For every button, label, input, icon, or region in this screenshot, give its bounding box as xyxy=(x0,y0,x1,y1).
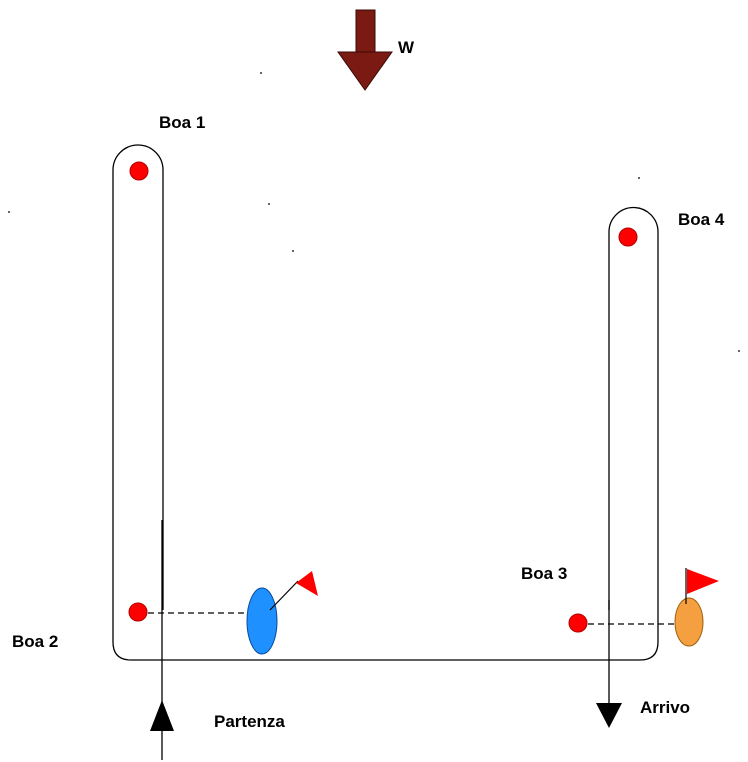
start-arrow xyxy=(150,520,174,760)
finish-label: Arrivo xyxy=(640,698,690,717)
buoy-1-label: Boa 1 xyxy=(159,113,205,132)
committee-boat-start-icon xyxy=(246,587,278,655)
course-outline xyxy=(112,144,659,661)
course-bottom-leg xyxy=(112,170,659,661)
buoy-2-icon xyxy=(128,602,148,622)
start-flag-icon xyxy=(269,571,318,611)
wind-arrow-icon xyxy=(337,9,393,91)
wind-label: W xyxy=(398,38,415,57)
course-right-top xyxy=(608,206,659,233)
buoy-2-label: Boa 2 xyxy=(12,632,58,651)
buoy-4-icon xyxy=(618,227,638,247)
course-left-leg xyxy=(112,144,164,610)
start-label: Partenza xyxy=(214,712,285,731)
buoy-4-label: Boa 4 xyxy=(678,210,725,229)
background-specks xyxy=(8,72,740,352)
buoy-3-label: Boa 3 xyxy=(521,564,567,583)
buoy-1-icon xyxy=(129,161,149,181)
finish-flag-icon xyxy=(685,568,719,604)
committee-boat-finish-icon xyxy=(674,597,704,647)
buoy-3-icon xyxy=(568,613,588,633)
finish-arrow xyxy=(596,600,622,728)
